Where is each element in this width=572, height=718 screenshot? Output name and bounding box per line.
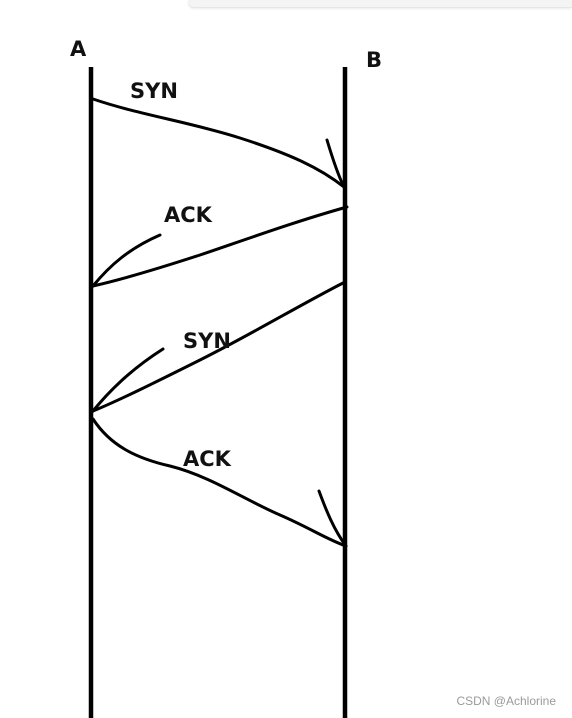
message-4-arrow-line: [91, 417, 348, 548]
message-2: ACK: [91, 203, 349, 288]
node-label-a: A: [70, 37, 87, 61]
message-4: ACK: [91, 417, 348, 548]
message-1-arrow-line: [91, 97, 346, 189]
message-1-label: SYN: [130, 79, 178, 103]
message-2-arrowhead: [91, 233, 162, 288]
message-1: SYN: [91, 79, 346, 189]
message-4-label: ACK: [183, 447, 232, 471]
message-3: SYN: [91, 281, 345, 413]
node-label-b: B: [366, 48, 382, 72]
watermark: CSDN @Achlorine: [456, 694, 556, 708]
message-3-arrow-line: [91, 281, 345, 413]
top-window-edge: [188, 0, 572, 8]
message-4-arrowhead: [317, 489, 348, 548]
message-3-label: SYN: [183, 329, 231, 353]
message-2-label: ACK: [164, 203, 213, 227]
message-3-arrowhead: [91, 347, 165, 413]
message-1-arrowhead: [325, 138, 346, 189]
message-2-arrow-line: [91, 205, 349, 288]
